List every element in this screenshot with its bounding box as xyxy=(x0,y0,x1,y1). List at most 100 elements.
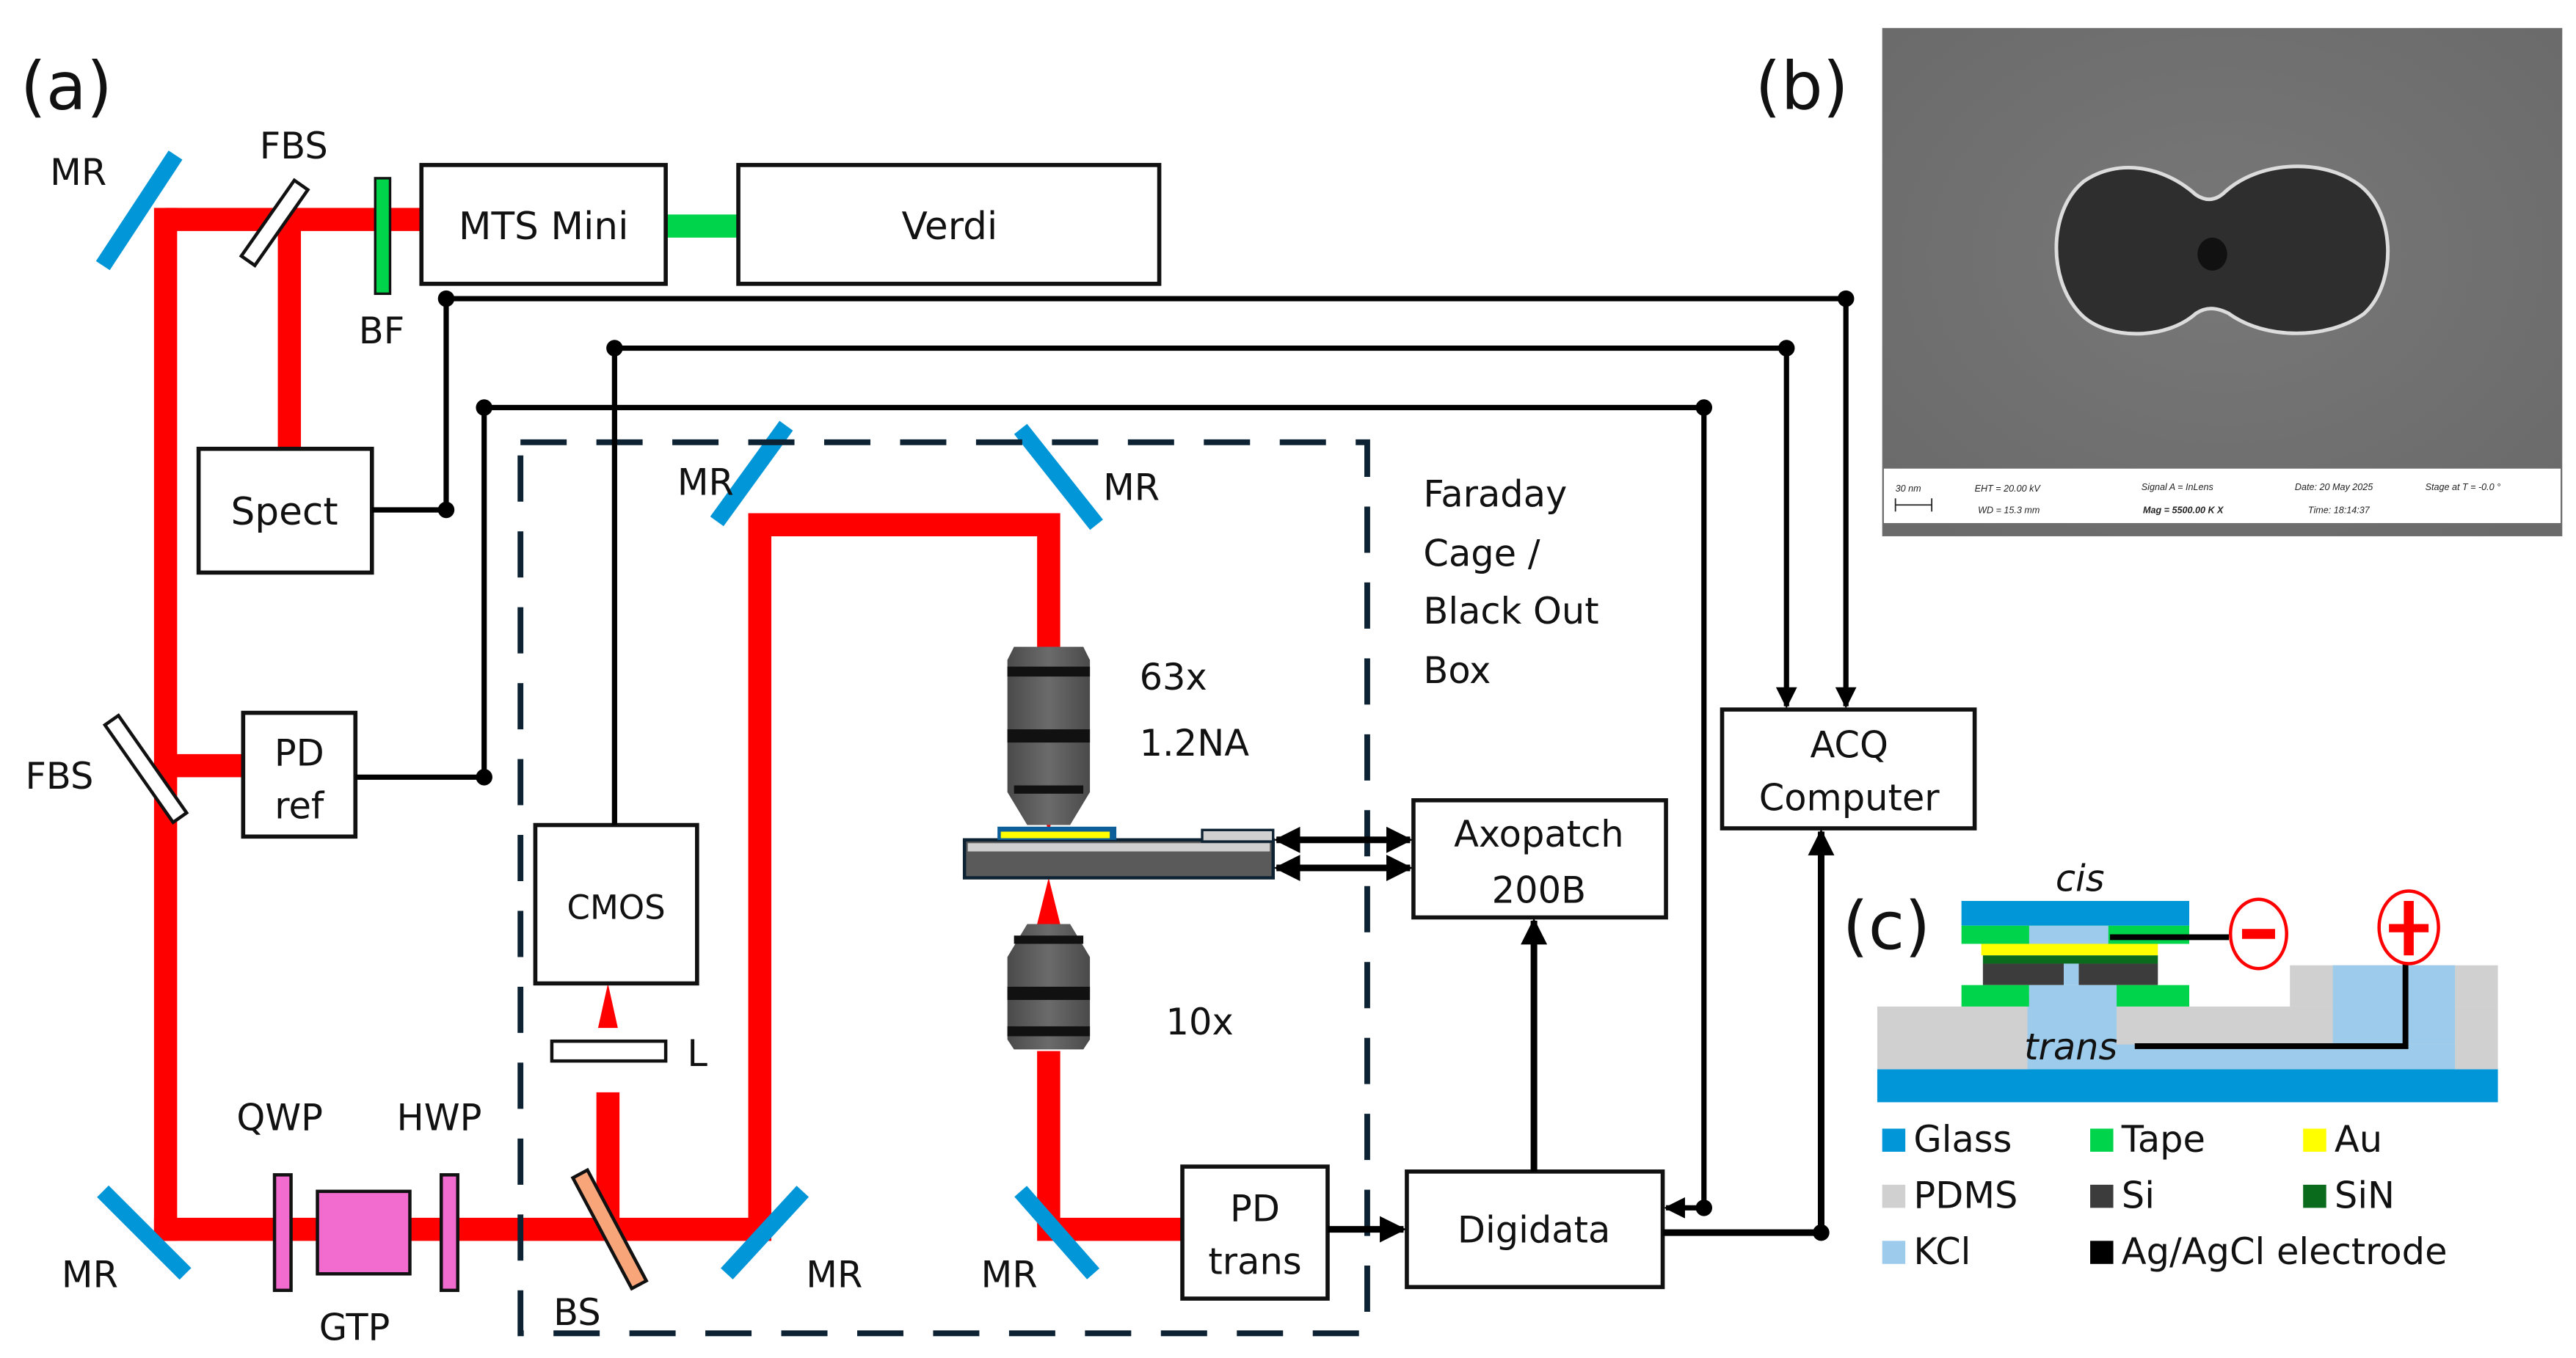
label-bf: BF xyxy=(359,310,404,352)
objective-10x-icon xyxy=(1007,924,1091,1050)
junction-dot xyxy=(1837,290,1855,307)
layer-sin xyxy=(1982,955,2158,964)
cmos-box xyxy=(533,822,699,986)
label-mr: MR xyxy=(62,1253,118,1296)
mts-mini-label: MTS Mini xyxy=(459,205,629,249)
legend-label: SiN xyxy=(2335,1174,2395,1216)
sem-eht: EHT = 20.00 kV xyxy=(1975,483,2042,494)
sem-date: Date: 20 May 2025 xyxy=(2295,482,2373,492)
legend-label: Tape xyxy=(2121,1118,2205,1161)
qwp-icon xyxy=(272,1173,293,1293)
label-gtp: GTP xyxy=(319,1306,390,1348)
flow-cell-cross-section: cis trans xyxy=(1877,858,2498,1103)
lens-icon xyxy=(550,1039,668,1063)
junction-dot xyxy=(1778,340,1795,357)
cable-digidata-acq xyxy=(1662,828,1835,1236)
junction-dot xyxy=(1813,1224,1830,1241)
panel-a: (a) xyxy=(21,48,1977,1348)
enclosure-label-line: Black Out xyxy=(1423,590,1598,632)
kcl-cis xyxy=(2029,925,2109,946)
enclosure-label: Faraday Cage / Black Out Box xyxy=(1423,472,1598,692)
junction-dot xyxy=(437,290,455,307)
panel-c: (c) xyxy=(1843,858,2498,1273)
beam-splitter-icon xyxy=(570,1167,649,1291)
junction-dot xyxy=(476,399,492,416)
sem-mag: Mag = 5500.00 K X xyxy=(2143,505,2224,515)
bandpass-filter-icon xyxy=(374,177,392,296)
legend-swatch xyxy=(2090,1241,2114,1264)
panel-label-b: (b) xyxy=(1755,48,1848,125)
label-fbs: FBS xyxy=(260,125,328,167)
legend-swatch xyxy=(1882,1128,1906,1152)
layer-tape xyxy=(1961,985,2029,1007)
sample-chip-icon xyxy=(962,826,1276,880)
pd-ref-label-2: ref xyxy=(274,785,325,828)
mirror-icon xyxy=(721,1186,809,1279)
layer-tape xyxy=(2117,985,2190,1007)
acq-label-1: ACQ xyxy=(1810,723,1888,766)
layer-si xyxy=(2078,963,2158,985)
acq-label-2: Computer xyxy=(1759,776,1940,819)
spect-label: Spect xyxy=(230,490,338,534)
sem-scale-bar xyxy=(1894,498,1933,512)
faraday-cage-outline xyxy=(517,439,1370,1337)
legend-swatch xyxy=(2303,1128,2326,1152)
signal-cables xyxy=(355,290,1857,1243)
junction-dot xyxy=(437,501,455,519)
label-mr: MR xyxy=(50,151,106,194)
pump-beam xyxy=(666,214,739,238)
label-qwp: QWP xyxy=(236,1097,323,1139)
beam-left-loop xyxy=(748,513,1060,1241)
junction-dot xyxy=(606,340,623,357)
beam-focus-cmos xyxy=(597,983,618,1029)
legend-swatch xyxy=(2090,1128,2114,1152)
mirror-icon xyxy=(97,1185,192,1280)
legend-label: PDMS xyxy=(1913,1174,2017,1216)
pd-trans-box xyxy=(1180,1164,1330,1301)
cmos-label: CMOS xyxy=(567,888,666,927)
fbs-top-icon xyxy=(239,178,310,268)
label-trans: trans xyxy=(2024,1026,2117,1068)
junction-dot xyxy=(476,769,492,786)
mirror-icon xyxy=(1014,1186,1100,1279)
axopatch-box xyxy=(1411,797,1668,920)
legend-swatch xyxy=(1882,1184,1906,1208)
pd-trans-label-2: trans xyxy=(1208,1240,1301,1282)
legend-swatch xyxy=(1882,1241,1906,1264)
beam-right-loop xyxy=(1037,1051,1183,1241)
layer-au xyxy=(1981,943,2158,956)
panel-b: (b) 30 nm EHT = 20.00 kV WD = 15.3 mm Si… xyxy=(1755,28,2563,536)
cable-cmos xyxy=(611,345,1797,825)
pd-trans-label-1: PD xyxy=(1230,1187,1280,1230)
label-lens: L xyxy=(687,1032,707,1075)
label-mr: MR xyxy=(806,1253,862,1296)
pd-ref-label-1: PD xyxy=(274,732,324,775)
legend-label: Ag/AgCl electrode xyxy=(2122,1230,2448,1273)
junction-dot xyxy=(1695,1200,1713,1216)
gtp-icon xyxy=(316,1189,412,1276)
pd-ref-box xyxy=(241,710,358,839)
objective-63x-icon xyxy=(1007,646,1091,825)
legend-label: Si xyxy=(2122,1174,2155,1216)
sem-wd: WD = 15.3 mm xyxy=(1978,505,2040,515)
axopatch-label-2: 200B xyxy=(1492,869,1586,911)
label-cis: cis xyxy=(2056,858,2105,900)
sem-stage: Stage at T = -0.0 ° xyxy=(2426,482,2501,492)
legend-label: Au xyxy=(2335,1118,2382,1161)
label-mr: MR xyxy=(677,461,734,504)
label-fbs: FBS xyxy=(25,755,93,797)
electrode-trans xyxy=(2134,960,2409,1049)
panel-label-c: (c) xyxy=(1843,888,1931,965)
minus-terminal-icon xyxy=(2228,897,2288,971)
nanopore xyxy=(2197,237,2227,271)
legend-label: KCl xyxy=(1913,1230,1971,1273)
sem-info-bar xyxy=(1883,468,2561,523)
mirror-icon xyxy=(1014,423,1103,530)
label-objective-na: 1.2NA xyxy=(1140,722,1250,764)
label-objective-10x: 10x xyxy=(1166,1001,1234,1043)
sem-signal: Signal A = InLens xyxy=(2142,482,2214,492)
label-mr: MR xyxy=(981,1253,1038,1296)
sem-time: Time: 18:14:37 xyxy=(2308,505,2371,515)
